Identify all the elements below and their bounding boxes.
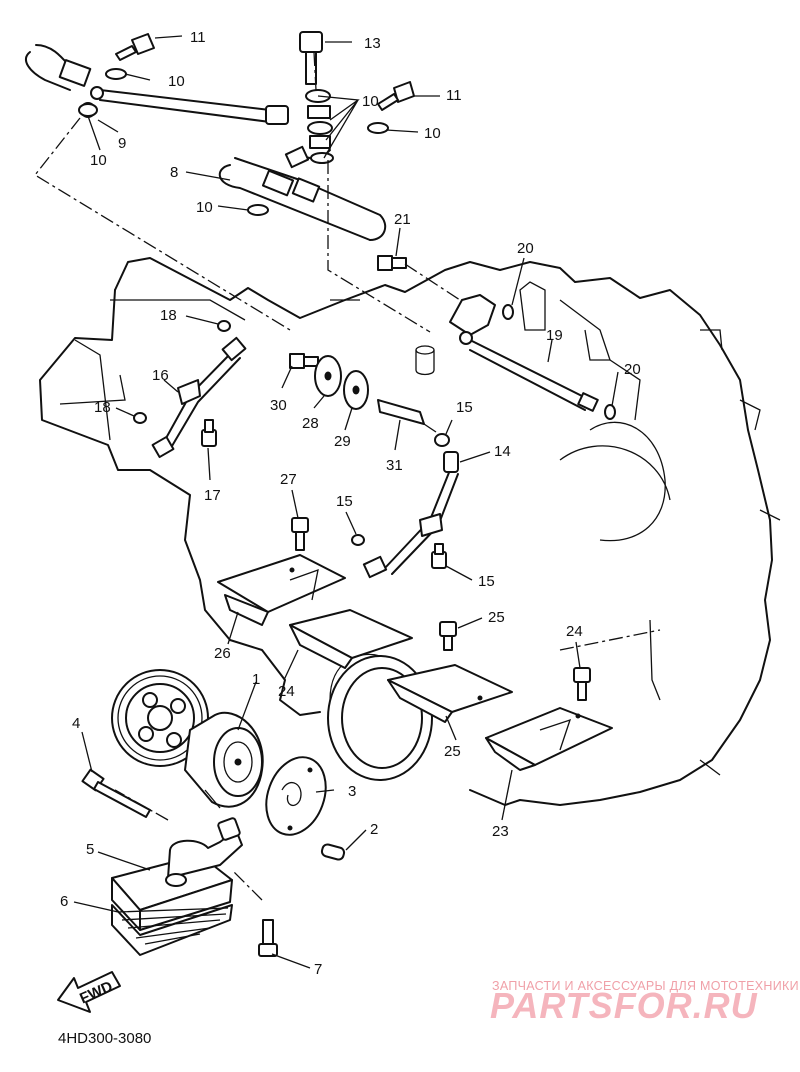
callout-30: 30: [270, 397, 287, 414]
callout-10: 10: [90, 152, 107, 169]
callout-24: 24: [278, 683, 295, 700]
callout-20: 20: [517, 240, 534, 257]
callout-13: 14: [494, 443, 511, 460]
leader-lines: [73, 35, 619, 969]
callout-11: 11: [446, 87, 462, 104]
watermark: ЗАПЧАСТИ И АКСЕССУАРЫ ДЛЯ МОТОТЕХНИКИ PA…: [490, 979, 799, 1026]
callout-27: 27: [280, 471, 297, 488]
bolt-7: [258, 919, 278, 957]
oil-pump-assembly: [111, 669, 264, 809]
watermark-tagline: ЗАПЧАСТИ И АКСЕССУАРЫ ДЛЯ МОТОТЕХНИКИ: [492, 979, 799, 993]
callout-23: 24: [566, 623, 583, 640]
plates-28-29: [314, 355, 369, 410]
baffle-plates: [217, 554, 613, 771]
center-lines: [34, 51, 661, 901]
callout-9: 9: [118, 135, 126, 152]
callout-1: 1: [252, 671, 260, 688]
oil-strainer: [111, 817, 243, 956]
pump-cover-3: [265, 756, 327, 836]
bolts-middle: [201, 353, 447, 569]
callout-29: 29: [334, 433, 351, 450]
callout-2: 2: [370, 821, 378, 838]
callout-12: 13: [364, 35, 381, 52]
dowel-pin-2: [320, 843, 346, 861]
callout-16: 16: [152, 367, 169, 384]
o-rings: [133, 304, 616, 546]
callout-7: 7: [314, 961, 322, 978]
callout-4: 4: [72, 715, 80, 732]
callout-14: 15: [478, 573, 495, 590]
callout-20: 20: [624, 361, 641, 378]
callout-19: 19: [546, 327, 563, 344]
oil-pipe-19: [449, 294, 599, 412]
callout-11: 11: [190, 29, 206, 46]
oil-pipe-13: [362, 451, 459, 579]
callout-6: 6: [60, 893, 68, 910]
long-bolt-4: [81, 768, 151, 818]
crankcase-outline: [39, 257, 781, 806]
oil-hose-8: [218, 145, 387, 241]
oil-pipe-16: [151, 336, 247, 459]
callout-10: 10: [168, 73, 185, 90]
callout-28: 28: [302, 415, 319, 432]
fwd-label: FWD: [77, 978, 115, 1007]
watermark-brand: PARTSFOR.RU: [490, 985, 758, 1026]
callout-10: 10: [424, 125, 441, 142]
banjo-stack: [305, 89, 334, 164]
callout-18: 18: [94, 399, 111, 416]
callout-26: 26: [214, 645, 231, 662]
callout-10: 10: [362, 93, 379, 110]
bolts-lower: [291, 517, 591, 701]
callout-25: 25: [488, 609, 505, 626]
callout-3: 3: [348, 783, 356, 800]
callout-15: 15: [336, 493, 353, 510]
callout-15: 15: [456, 399, 473, 416]
callout-5: 5: [86, 841, 94, 858]
oil-hose-9: [25, 44, 289, 125]
washers-10: [78, 68, 389, 216]
fwd-arrow: FWD: [57, 971, 121, 1013]
callout-17: 17: [204, 487, 221, 504]
figure-code: 4HD300-3080: [58, 1030, 151, 1047]
callout-labels: 11 10 13 10 11 10 9 10 8 10 21 20 19 20 …: [60, 29, 641, 978]
callout-8: 8: [170, 164, 178, 181]
callout-21: 21: [394, 211, 411, 228]
callout-18: 18: [160, 307, 177, 324]
callout-31: 31: [386, 457, 403, 474]
callout-10: 10: [196, 199, 213, 216]
bolts-top: [115, 31, 415, 271]
callout-22: 23: [492, 823, 509, 840]
callout-24: 25: [444, 743, 461, 760]
